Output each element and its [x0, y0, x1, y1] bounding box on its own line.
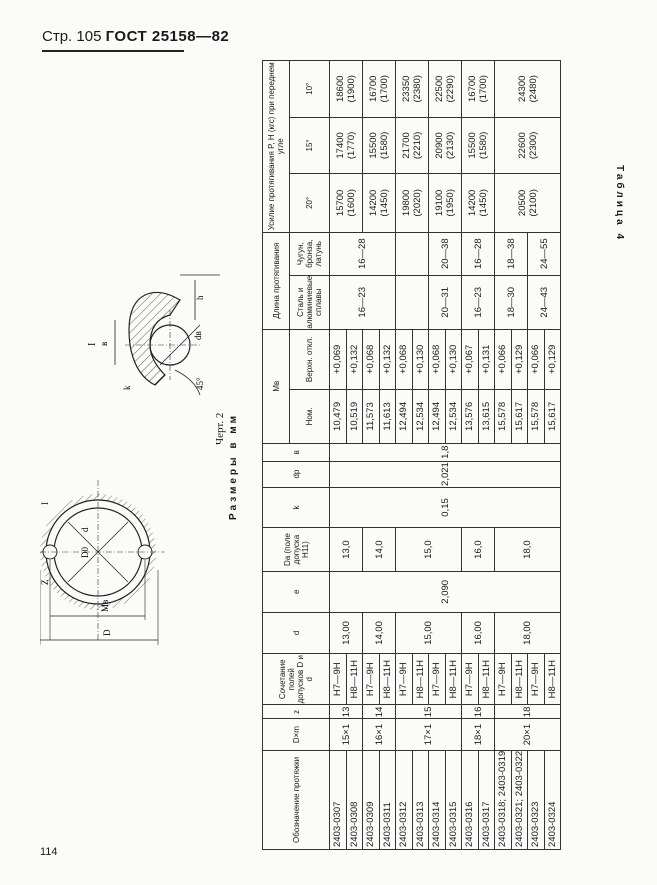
col-angle15: 15°	[289, 117, 330, 174]
page-header: Стр. 105 ГОСТ 25158—82	[42, 28, 229, 45]
rotated-table: Обозначение протяжки D×m z Сочетание пол…	[262, 60, 622, 850]
col-angle20: 20°	[289, 173, 330, 233]
svg-text:dв: dв	[193, 331, 203, 340]
svg-text:в: в	[99, 342, 109, 346]
detail-drawing: I в h dв 45° k	[87, 274, 220, 396]
col-b: в	[262, 443, 330, 462]
svg-text:Z: Z	[40, 580, 50, 586]
page-number: 114	[40, 846, 58, 858]
svg-text:Мв: Мв	[100, 600, 110, 612]
col-mb-nom: Ном.	[289, 389, 330, 444]
col-angle10: 10°	[289, 60, 330, 118]
section-label: I	[87, 343, 98, 346]
svg-text:d: d	[80, 527, 90, 532]
col-k: k	[262, 487, 330, 528]
col-len-steel: Сталь и алюминиевые сплавы	[289, 275, 330, 330]
col-len-iron: Чугун, бронза, латунь	[289, 232, 330, 276]
col-designation: Обозначение протяжки	[262, 750, 330, 850]
svg-text:D: D	[102, 629, 112, 636]
col-da: Da (поле допуска H11)	[262, 527, 330, 572]
col-d: d	[262, 612, 330, 654]
col-dp: dр	[262, 461, 330, 488]
col-force: Усилие протягивания P, Н (кгс) при перед…	[262, 60, 290, 233]
col-e: e	[262, 571, 330, 613]
svg-text:h: h	[195, 295, 205, 300]
svg-text:45°: 45°	[195, 377, 205, 390]
drawing-caption: Черт. 2	[214, 412, 226, 445]
svg-text:k: k	[122, 385, 132, 390]
col-length: Длина протягивания	[262, 232, 290, 330]
units-note: Размеры в мм	[228, 412, 239, 520]
svg-text:I: I	[40, 502, 50, 505]
col-mb-dev: Верхн. откл.	[289, 329, 330, 390]
header-rule	[42, 50, 184, 52]
col-z: z	[262, 704, 330, 719]
svg-text:D0: D0	[80, 547, 90, 558]
ring-drawing: Мв D D0 d I Z	[40, 480, 165, 645]
col-fits: Сочетание полей допусков D и d	[262, 653, 330, 705]
table-row: 2403-0307 15×1 13 H7—9H 13,00 2,090 13,0…	[329, 60, 561, 850]
col-mb: Мв	[262, 329, 290, 444]
page-label: Стр. 105	[42, 28, 102, 45]
specs-table: Обозначение протяжки D×m z Сочетание пол…	[262, 60, 561, 850]
standard-title: ГОСТ 25158—82	[105, 28, 230, 45]
col-dxm: D×m	[262, 718, 330, 751]
